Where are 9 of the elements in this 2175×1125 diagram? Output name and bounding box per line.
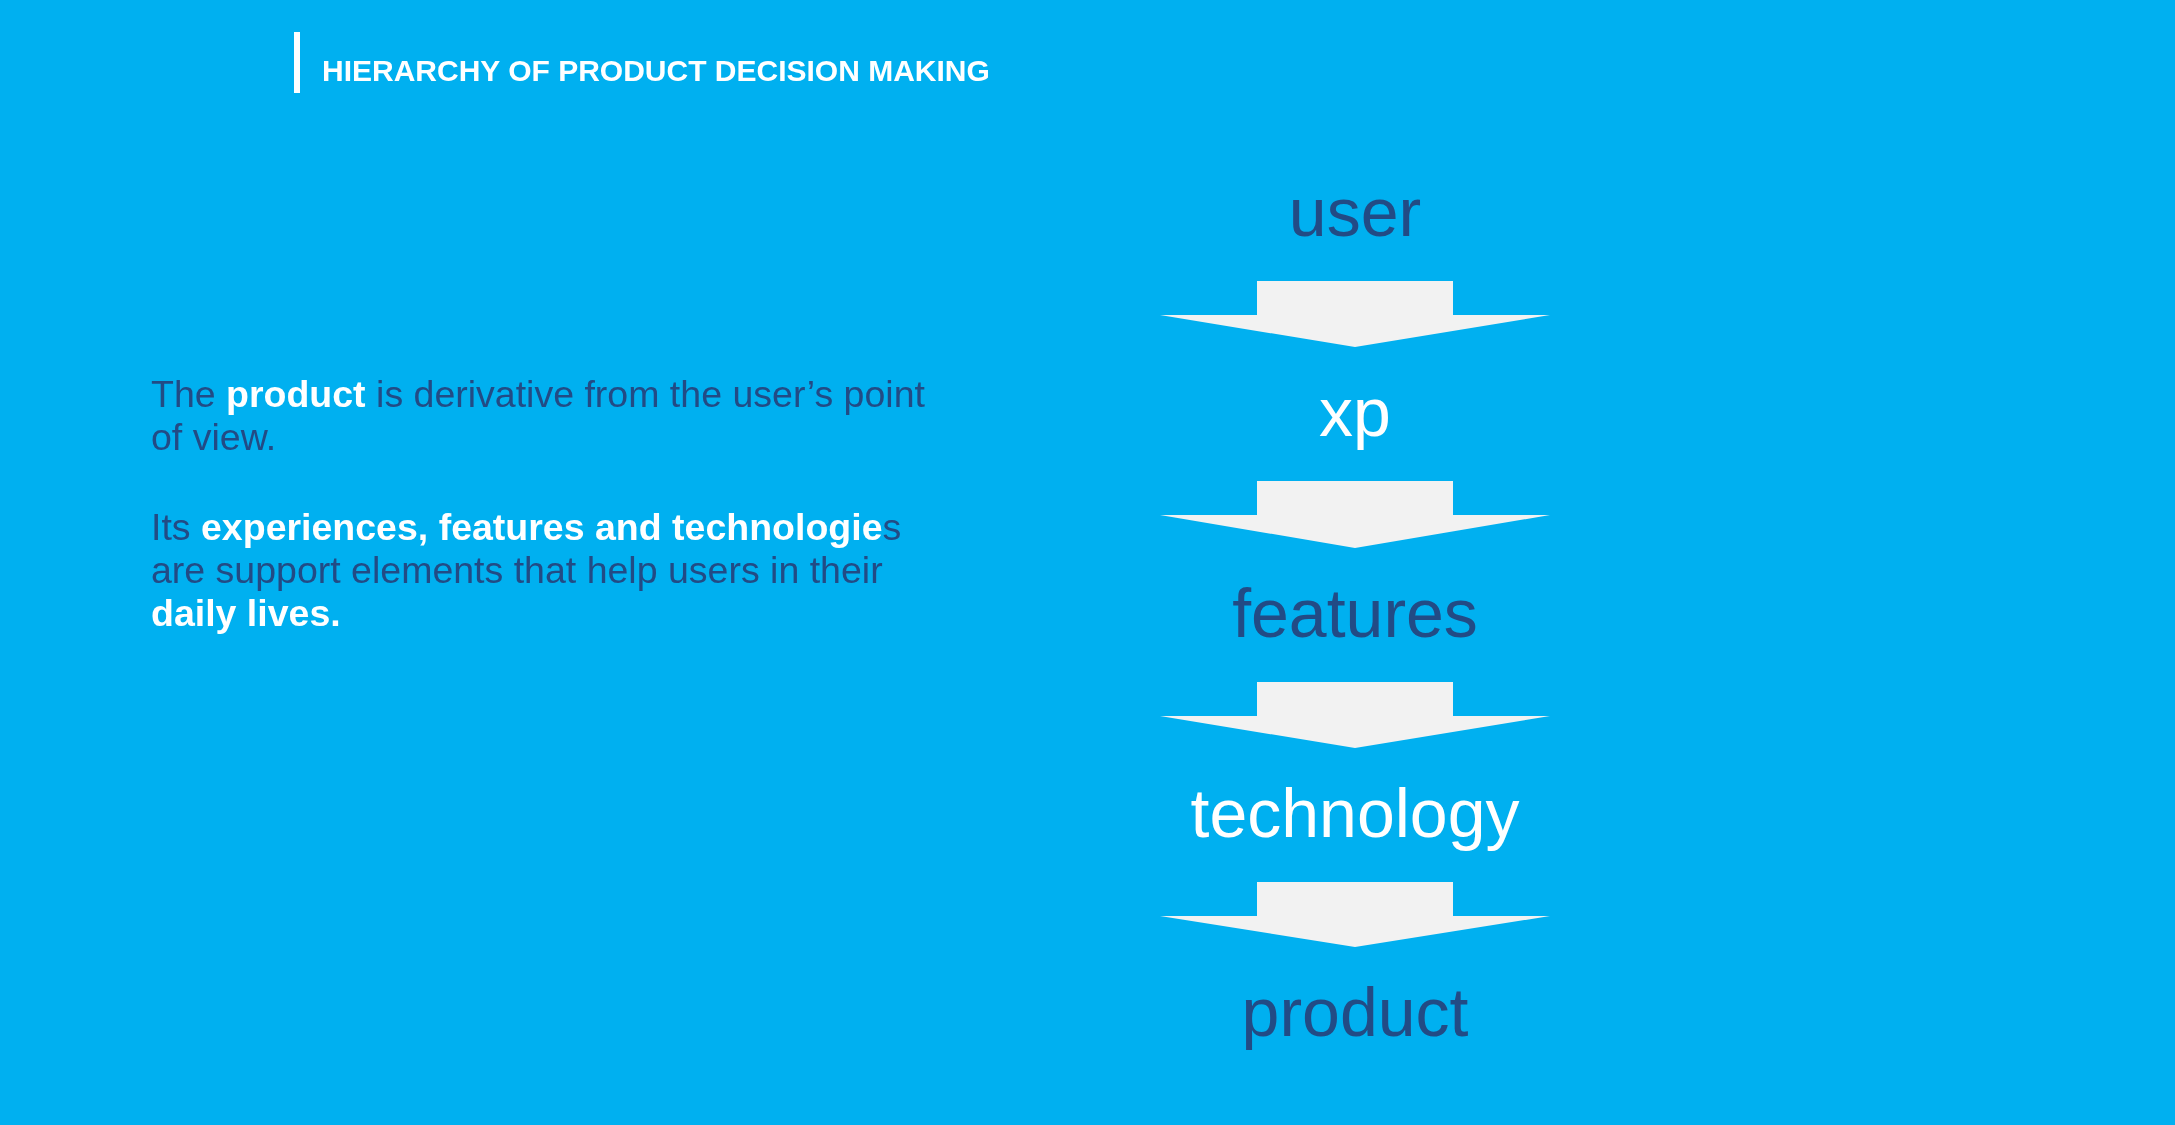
block-arrow [1160,682,1550,748]
description-paragraph: The product is derivative from the user’s point of view. [151,373,926,459]
block-arrow [1160,281,1550,347]
step-label: user [1288,178,1422,246]
description-paragraph: Its experiences, features and technologies are support elements that help users in their daily lives. [151,506,903,635]
block-arrow [1160,481,1550,548]
block-arrow [1160,882,1550,947]
step-label: features [1232,579,1478,647]
slide-title: HIERARCHY OF PRODUCT DECISION MAKING [322,56,990,86]
